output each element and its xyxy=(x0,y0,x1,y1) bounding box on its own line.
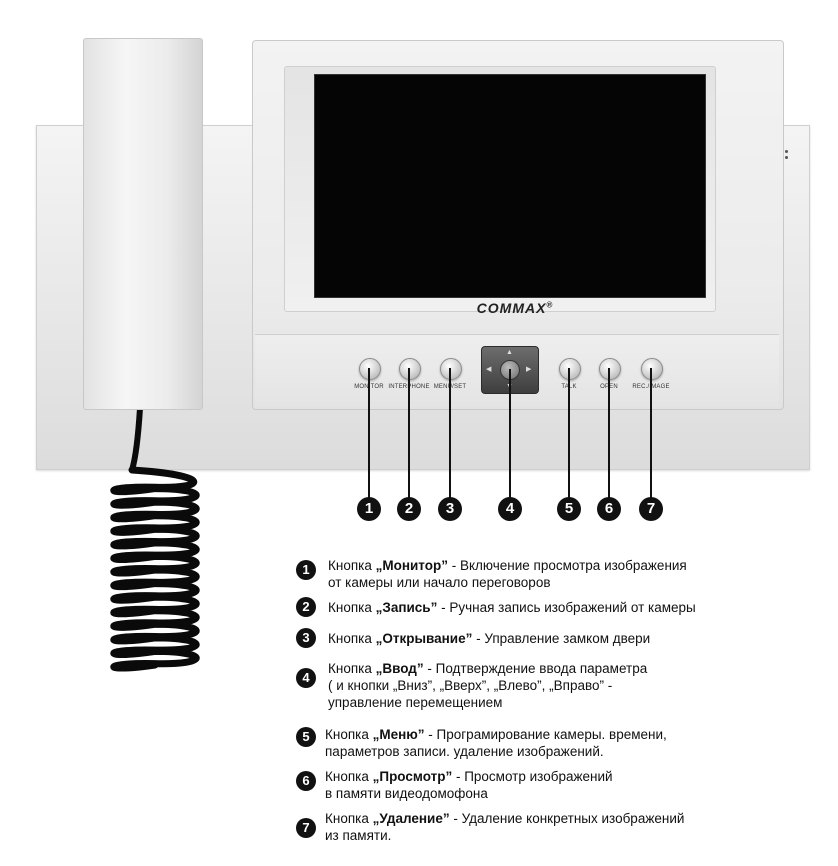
legend-item-7: Кнопка „Удаление” - Удаление конкретных … xyxy=(325,811,685,843)
brand-logo: COMMAX® xyxy=(476,300,554,316)
legend-marker-1: 1 xyxy=(296,560,316,580)
handset[interactable] xyxy=(83,38,203,410)
marker-2: 2 xyxy=(397,497,421,521)
leader-line-1 xyxy=(368,368,370,498)
arrow-up-icon[interactable]: ▲ xyxy=(506,349,513,356)
legend-marker-4: 4 xyxy=(296,668,316,688)
marker-7: 7 xyxy=(639,497,663,521)
marker-5: 5 xyxy=(557,497,581,521)
legend-marker-3: 3 xyxy=(296,628,316,648)
open-button[interactable] xyxy=(599,358,621,380)
video-screen xyxy=(314,74,706,298)
arrow-right-icon[interactable]: ▶ xyxy=(526,366,532,373)
handset-cord xyxy=(110,405,200,672)
legend-item-5: Кнопка „Меню” - Програмирование камеры. … xyxy=(325,727,667,759)
legend-item-1: Кнопка „Монитор” - Включение просмотра и… xyxy=(328,558,687,590)
arrow-left-icon[interactable]: ◀ xyxy=(486,366,492,373)
marker-4: 4 xyxy=(498,497,522,521)
menu-set-button[interactable] xyxy=(440,358,462,380)
legend-marker-7: 7 xyxy=(296,818,316,838)
monitor-button[interactable] xyxy=(359,358,381,380)
legend-marker-2: 2 xyxy=(296,597,316,617)
marker-1: 1 xyxy=(357,497,381,521)
leader-line-4 xyxy=(509,369,511,498)
leader-line-2 xyxy=(408,368,410,498)
leader-line-5 xyxy=(568,368,570,498)
legend-item-6: Кнопка „Просмотр” - Просмотр изображений… xyxy=(325,769,613,801)
legend-item-3: Кнопка „Открывание” - Управление замком … xyxy=(328,631,651,646)
legend-marker-5: 5 xyxy=(296,727,316,747)
leader-line-3 xyxy=(449,368,451,498)
legend-item-4: Кнопка „Ввод” - Подтверждение ввода пара… xyxy=(328,661,648,710)
marker-6: 6 xyxy=(597,497,621,521)
interphone-button[interactable] xyxy=(399,358,421,380)
leader-line-7 xyxy=(650,368,652,498)
legend-item-2: Кнопка „Запись” - Ручная запись изображе… xyxy=(328,600,696,615)
marker-3: 3 xyxy=(438,497,462,521)
legend-marker-6: 6 xyxy=(296,771,316,791)
rec-image-button[interactable] xyxy=(641,358,663,380)
talk-button[interactable] xyxy=(559,358,581,380)
leader-line-6 xyxy=(608,368,610,498)
